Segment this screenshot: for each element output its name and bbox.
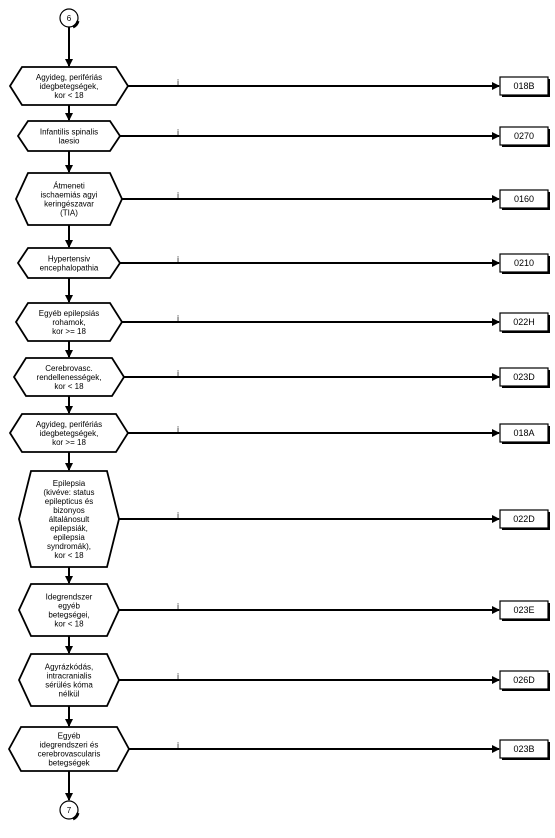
decision-label: Epilepsia <box>53 479 86 488</box>
decision-label: kor < 18 <box>54 551 84 560</box>
result-box <box>499 670 549 690</box>
result-code: 023E <box>513 605 534 615</box>
decision-label: kor >= 18 <box>52 438 86 447</box>
decision-label: rohamok, <box>52 318 85 327</box>
end-connector-shadow <box>72 812 80 821</box>
decision-label: Agyideg, perifériás <box>36 420 102 429</box>
decision-label: Hypertensiv <box>48 255 90 264</box>
decision-label: betegségek <box>48 759 90 768</box>
result-code: 023B <box>513 744 534 754</box>
yes-label: i <box>177 128 179 137</box>
decision-label: egyéb <box>58 602 80 611</box>
yes-label: i <box>177 255 179 264</box>
decision-label: idegbetegségek, <box>40 82 99 91</box>
yes-label: i <box>177 511 179 520</box>
decision-label: epilepsia <box>53 533 85 542</box>
decision-label: cerebrovascularis <box>38 750 101 759</box>
decision-label: Idegrendszer <box>46 593 93 602</box>
decision-label: (TIA) <box>60 209 78 218</box>
yes-label: i <box>177 314 179 323</box>
decision-label: Infantilis spinalis <box>40 128 98 137</box>
decision-label: (kivéve: status <box>43 488 94 497</box>
result-box <box>499 253 549 273</box>
result-code: 0270 <box>514 131 534 141</box>
decision-label: idegrendszeri és <box>40 741 99 750</box>
decision-label: encephalopathia <box>40 264 99 273</box>
decision-label: intracranialis <box>47 672 92 681</box>
yes-label: i <box>177 425 179 434</box>
decision-label: keringészavar <box>44 200 94 209</box>
result-box <box>499 509 549 529</box>
decision-label: Egyéb epilepsiás <box>39 309 99 318</box>
decision-label: kor < 18 <box>54 620 84 629</box>
result-code: 018A <box>513 428 534 438</box>
decision-label: sérülés kóma <box>45 681 93 690</box>
result-box <box>499 739 549 759</box>
end-connector-circle <box>59 800 79 820</box>
result-code: 022H <box>513 317 535 327</box>
decision-label: betegségei, <box>48 611 89 620</box>
decision-label: kor >= 18 <box>52 327 86 336</box>
result-code: 0210 <box>514 258 534 268</box>
decision-label: laesio <box>59 137 80 146</box>
decision-label: epilepsiák, <box>50 524 88 533</box>
decision-label: rendellenességek, <box>37 373 102 382</box>
start-connector-label: 6 <box>67 14 72 23</box>
decision-label: syndromák), <box>47 542 91 551</box>
decision-label: Agyrázkódás, <box>45 663 93 672</box>
result-box <box>499 423 549 443</box>
result-box <box>499 189 549 209</box>
decision-label: Cerebrovasc. <box>45 364 93 373</box>
decision-label: Agyideg, perifériás <box>36 73 102 82</box>
yes-label: i <box>177 191 179 200</box>
end-connector-label: 7 <box>67 806 72 815</box>
decision-label: ischaemiás agyi <box>41 191 98 200</box>
result-code: 026D <box>513 675 535 685</box>
result-box <box>499 76 549 96</box>
result-box <box>499 312 549 332</box>
result-box <box>499 126 549 146</box>
yes-label: i <box>177 741 179 750</box>
yes-label: i <box>177 369 179 378</box>
decision-label: idegbetegségek, <box>40 429 99 438</box>
decision-label: általánosult <box>49 515 90 524</box>
decision-label: bizonyos <box>53 506 85 515</box>
yes-label: i <box>177 602 179 611</box>
decision-label: kor < 18 <box>54 382 84 391</box>
yes-label: i <box>177 78 179 87</box>
result-box <box>499 600 549 620</box>
result-code: 023D <box>513 372 535 382</box>
result-box <box>499 367 549 387</box>
decision-label: Egyéb <box>58 732 81 741</box>
decision-label: nélkül <box>59 690 80 699</box>
start-connector-shadow <box>72 20 80 29</box>
decision-label: Átmeneti <box>53 182 85 191</box>
result-code: 0160 <box>514 194 534 204</box>
decision-label: epilepticus és <box>45 497 93 506</box>
result-code: 018B <box>513 81 534 91</box>
yes-label: i <box>177 672 179 681</box>
decision-label: kor < 18 <box>54 91 84 100</box>
result-code: 022D <box>513 514 535 524</box>
